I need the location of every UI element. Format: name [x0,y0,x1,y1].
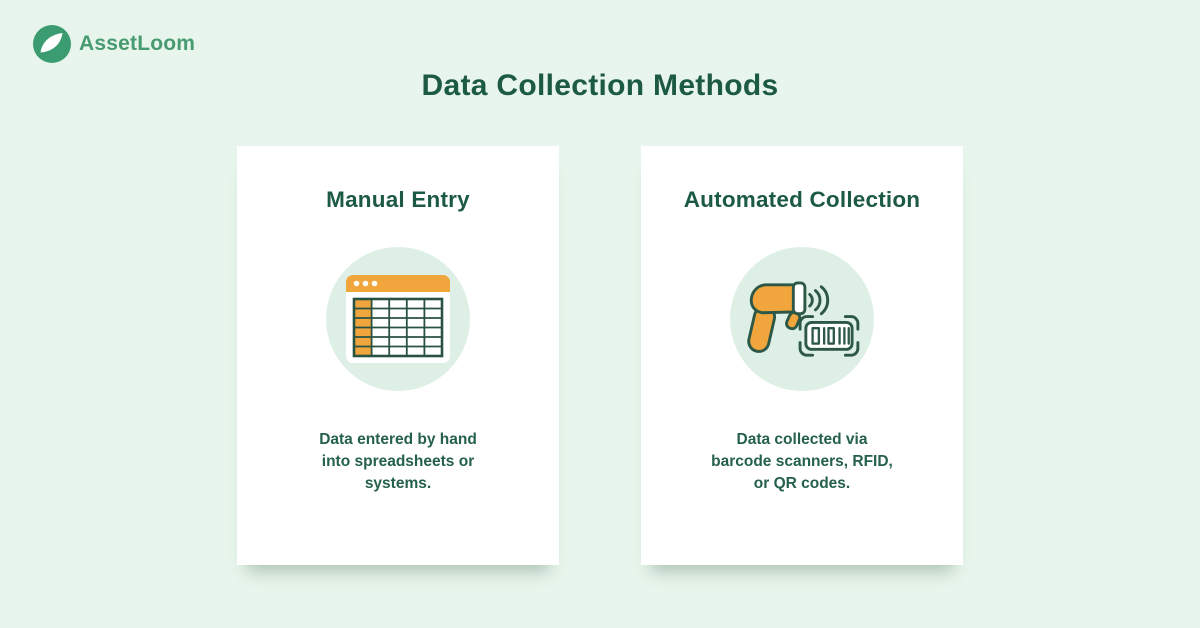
assetloom-logo: AssetLoom [33,25,195,63]
card-description: Data collected via barcode scanners, RFI… [641,429,963,495]
card-heading: Automated Collection [683,187,921,212]
brand-name: AssetLoom [79,32,196,55]
description-line: systems. [364,475,432,492]
description-line: Data collected via [736,431,868,448]
icon-circle [326,247,470,391]
description-line: barcode scanners, RFID, [711,453,893,470]
barcode-scanner-icon [747,280,860,357]
card-automated-collection: Automated Collection [641,146,963,565]
page-title: Data Collection Methods [421,69,779,102]
cards-row: Manual Entry Data entered by hand into s… [0,146,1200,565]
description-line: into spreadsheets or [321,453,475,470]
description-line: Data entered by hand [319,431,477,448]
leaf-icon [33,25,71,63]
card-manual-entry: Manual Entry Data entered by hand into s… [237,146,559,565]
icon-circle [730,247,874,391]
card-description: Data entered by hand into spreadsheets o… [237,429,559,495]
description-line: or QR codes. [753,475,851,492]
spreadsheet-icon [346,275,450,363]
card-heading: Manual Entry [326,187,470,212]
